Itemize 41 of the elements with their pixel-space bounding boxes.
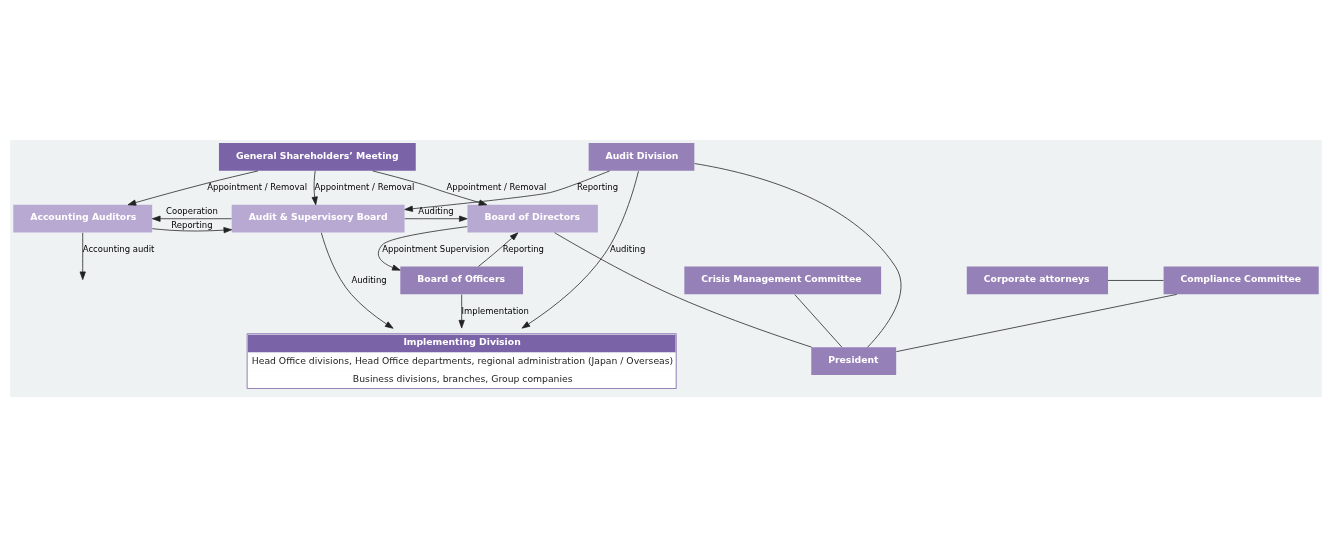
node-box: Accounting Auditors bbox=[13, 204, 153, 233]
edge-label: Cooperation bbox=[166, 205, 218, 216]
connector bbox=[554, 231, 812, 348]
connector bbox=[694, 162, 902, 348]
arrow bbox=[521, 170, 639, 329]
node-box: President bbox=[811, 346, 897, 375]
arrow bbox=[478, 231, 519, 267]
edge-label: Reporting bbox=[502, 243, 544, 254]
edge-label: Auditing bbox=[418, 205, 454, 216]
arrow bbox=[378, 225, 468, 271]
connector bbox=[896, 293, 1178, 352]
edge-label: Auditing bbox=[609, 243, 646, 254]
node-box: Crisis Management Committee bbox=[684, 266, 882, 294]
arrow bbox=[404, 170, 611, 212]
edge-label: Appointment / Removal bbox=[314, 181, 415, 192]
arrow bbox=[152, 215, 232, 222]
connector bbox=[1107, 279, 1164, 281]
connector bbox=[794, 293, 843, 347]
node-box: Compliance Committee bbox=[1163, 266, 1319, 294]
arrow bbox=[127, 170, 259, 206]
arrow bbox=[404, 215, 468, 222]
node-box: Corporate attorneys bbox=[966, 266, 1109, 294]
edge-label: Auditing bbox=[351, 274, 387, 285]
arrow bbox=[320, 231, 394, 329]
edge-label: Implementation bbox=[461, 304, 529, 315]
arrow bbox=[79, 231, 86, 280]
arrow bbox=[372, 170, 488, 206]
arrow bbox=[151, 226, 233, 233]
node-box: General Shareholders’ Meeting bbox=[218, 142, 416, 171]
node-box: Audit & Supervisory Board bbox=[231, 204, 405, 233]
edge-label: Appointment / Removal bbox=[207, 181, 308, 192]
arrow bbox=[458, 293, 465, 328]
edge-label: Reporting bbox=[171, 219, 213, 230]
edge-label: Appointment / Removal bbox=[446, 181, 547, 192]
node-box: Board of Officers bbox=[400, 266, 524, 294]
arrow bbox=[311, 170, 318, 205]
edge-label: Accounting audit bbox=[82, 243, 155, 254]
edge-label: Appointment Supervision bbox=[382, 243, 490, 254]
node-box: Audit Division bbox=[588, 142, 695, 171]
node-box: Board of Directors bbox=[467, 204, 598, 233]
edge-label: Reporting bbox=[576, 181, 619, 192]
